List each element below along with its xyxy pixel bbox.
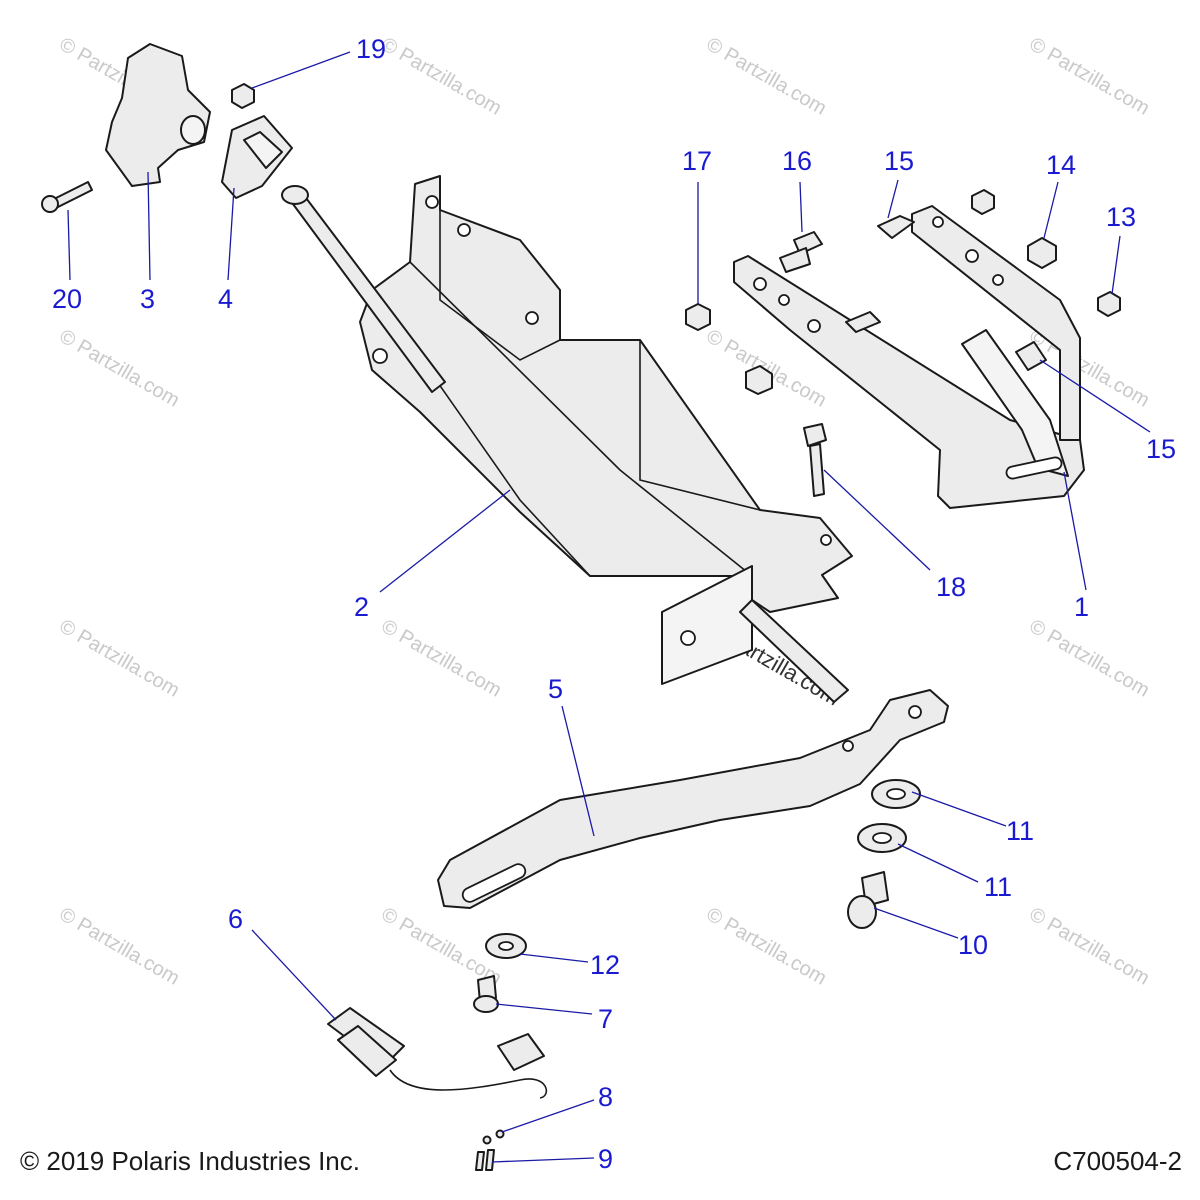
callout-8: 8 [598, 1082, 613, 1112]
copyright-text: © 2019 Polaris Industries Inc. [20, 1146, 360, 1176]
callout-11: 11 [984, 872, 1012, 902]
callout-16: 16 [782, 146, 812, 176]
callout-13: 13 [1106, 202, 1136, 232]
part-17-nut [685, 303, 711, 331]
callout-18: 18 [936, 572, 966, 602]
part-2-mounting-bracket [281, 175, 853, 703]
watermark: © Partzilla.com [378, 33, 506, 119]
watermark: © Partzilla.com [56, 903, 184, 989]
hardware [41, 83, 1121, 1171]
callout-19: 19 [356, 34, 386, 64]
watermark: © Partzilla.com [1026, 615, 1154, 701]
part-4-clip [221, 115, 293, 199]
leader-lines [67, 51, 1151, 1163]
watermark: © Partzilla.com [1026, 33, 1154, 119]
callout-4: 4 [218, 284, 233, 314]
callout-12: 12 [590, 950, 620, 980]
part-8-washer [495, 1129, 505, 1139]
watermark: © Partzilla.com [1026, 903, 1154, 989]
watermark: © Partzilla.com [378, 615, 506, 701]
part-3-latch [105, 43, 211, 187]
part-nut [971, 189, 995, 215]
part-14-nut [1027, 237, 1057, 269]
part-1-u-bracket [733, 205, 1085, 509]
part-9-screw [485, 1149, 495, 1171]
callout-6: 6 [228, 904, 243, 934]
callout-2: 2 [354, 592, 369, 622]
part-nut [745, 365, 773, 395]
part-5-arm [437, 689, 949, 909]
callout-14: 14 [1046, 150, 1076, 180]
part-6-switch [497, 1033, 545, 1071]
watermark: © Partzilla.com [703, 903, 831, 989]
callouts: 1 2 3 4 5 6 7 8 9 10 11 11 12 13 14 15 1… [52, 34, 1176, 1174]
part-13-nut [1097, 291, 1121, 317]
callout-10: 10 [958, 930, 988, 960]
callout-5: 5 [548, 674, 563, 704]
part-6-harness [389, 1069, 548, 1099]
callout-17: 17 [682, 146, 712, 176]
callout-15: 15 [1146, 434, 1176, 464]
part-18-bolt [803, 423, 827, 447]
callout-7: 7 [598, 1004, 613, 1034]
callout-1: 1 [1074, 592, 1089, 622]
callout-11: 11 [1006, 816, 1034, 846]
part-15-bolt [1015, 341, 1047, 371]
callout-3: 3 [140, 284, 155, 314]
drawing-id: C700504-2 [1053, 1146, 1182, 1176]
part-15-bolt [877, 215, 915, 239]
watermark: © Partzilla.com [56, 325, 184, 411]
watermark: © Partzilla.com [56, 615, 184, 701]
callout-20: 20 [52, 284, 82, 314]
part-16-bolt [793, 231, 823, 255]
callout-9: 9 [598, 1144, 613, 1174]
part-19-nut [231, 83, 255, 109]
callout-15: 15 [884, 146, 914, 176]
watermark: © Partzilla.com [703, 33, 831, 119]
